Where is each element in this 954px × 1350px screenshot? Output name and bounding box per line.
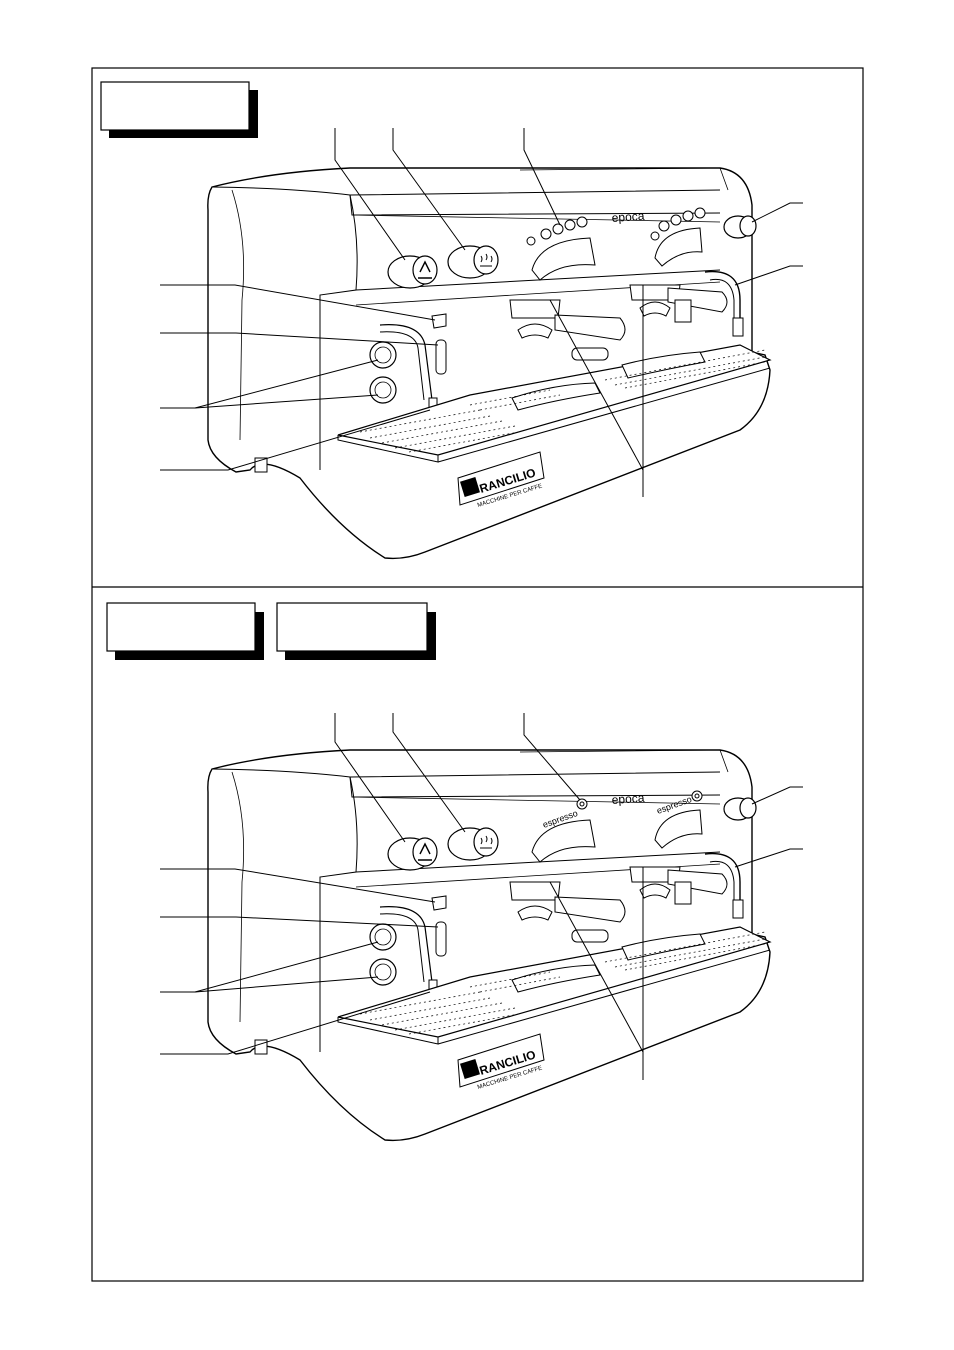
bottom-label-b-box (276, 602, 428, 652)
top-model-label: epoca (611, 209, 645, 225)
top-buttons-right-group (650, 207, 706, 241)
bottom-panel: epoca espresso espresso RANCILIO MACCHIN… (106, 602, 803, 1142)
bottom-label-a-box (106, 602, 256, 652)
top-panel: epoca RANCILIO MACCHINE PER CAFFE (100, 81, 803, 560)
top-buttons-left-group (526, 216, 588, 246)
top-label-box (100, 81, 250, 131)
bottom-callout-lines (160, 713, 803, 1080)
top-callout-lines (160, 128, 803, 497)
bottom-buttons (576, 790, 703, 810)
bottom-model-label: epoca (611, 791, 645, 807)
